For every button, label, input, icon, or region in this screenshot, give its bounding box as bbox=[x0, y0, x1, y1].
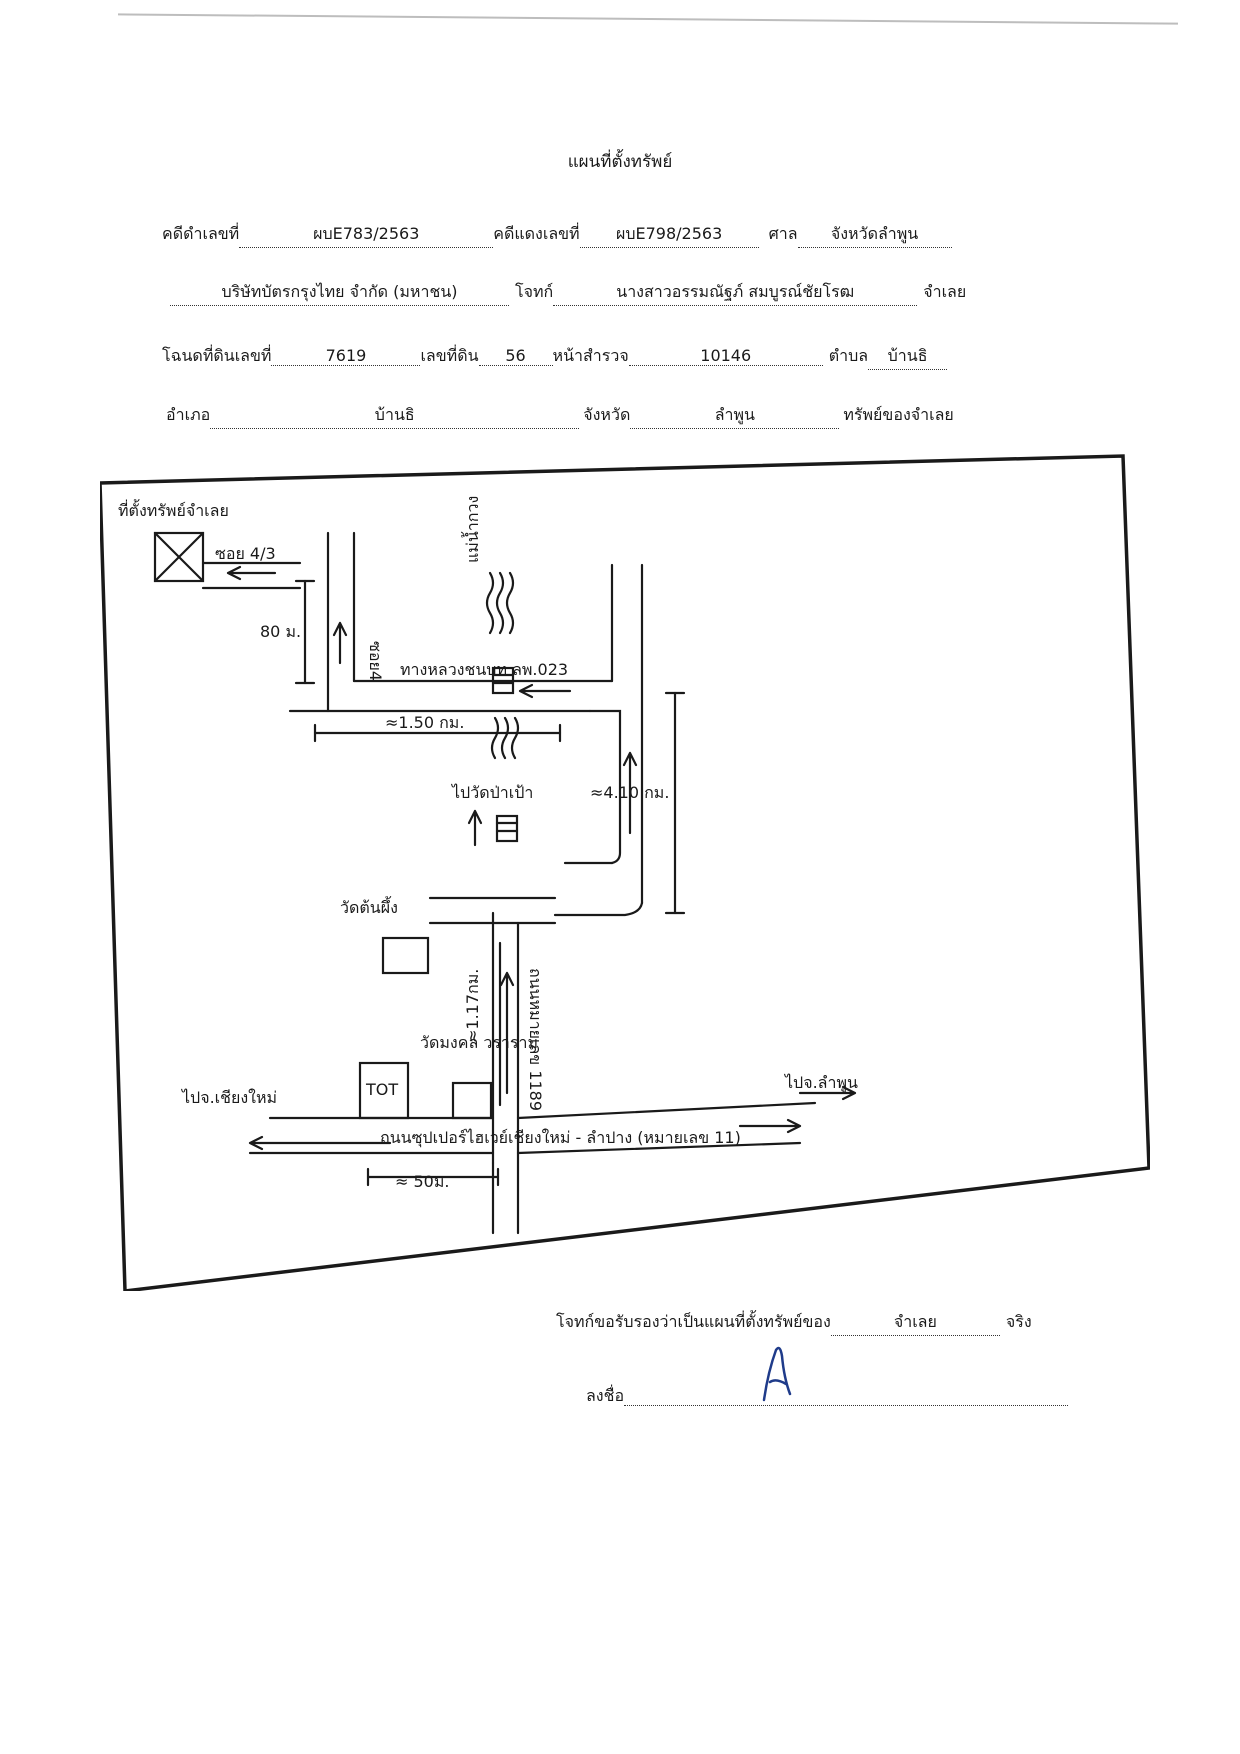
subdistrict-label: ตำบล bbox=[828, 346, 869, 365]
page-title: แผนที่ตั้งทรัพย์ bbox=[567, 152, 673, 172]
survey-label: หน้าสำรวจ bbox=[552, 346, 629, 365]
highway-1189-label: ถนนหมายเลข 1189 bbox=[526, 968, 545, 1111]
map-frame bbox=[100, 454, 1150, 1291]
case-black-label: คดีดำเลขที่ bbox=[162, 224, 240, 243]
land-no-value: 56 bbox=[478, 346, 553, 366]
owner-label: ทรัพย์ของจำเลย bbox=[843, 405, 954, 424]
certification-text: โจทก์ขอรับรองว่าเป็นแผนที่ตั้งทรัพย์ของ bbox=[556, 1312, 831, 1331]
distance-410km: ≈4.10 กม. bbox=[590, 783, 669, 802]
court-value: จังหวัดลำพูน bbox=[797, 222, 952, 248]
parties-row: บริษัทบัตรกรุงไทย จำกัด (มหาชน) โจทก์นางส… bbox=[170, 280, 966, 306]
wat-mongkol-box bbox=[451, 1081, 493, 1120]
deed-label: โฉนดที่ดินเลขที่ bbox=[162, 346, 272, 365]
distance-50m: ≈ 50ม. bbox=[395, 1172, 449, 1191]
to-lamphun-label: ไปจ.ลำพูน bbox=[783, 1073, 858, 1093]
map-drawing: ที่ตั้งทรัพย์จำเลย ซอย 4/3 80 ม. ซอย4 แม… bbox=[100, 454, 1150, 1291]
certification-party: จำเลย bbox=[830, 1310, 1000, 1336]
signature-field bbox=[624, 1386, 1069, 1406]
land-no-label: เลขที่ดิน bbox=[420, 346, 479, 365]
location-row: อำเภอบ้านธิจังหวัดลำพูนทรัพย์ของจำเลย bbox=[166, 403, 954, 429]
bridge-icon-2 bbox=[495, 814, 519, 843]
province-label: จังหวัด bbox=[583, 405, 631, 424]
district-value: บ้านธิ bbox=[210, 403, 580, 429]
district-label: อำเภอ bbox=[166, 405, 211, 424]
plaintiff-role-label: โจทก์ bbox=[515, 282, 554, 301]
property-marker bbox=[153, 531, 205, 583]
survey-value: 10146 bbox=[628, 346, 823, 366]
distance-117km: ≈1.17กม. bbox=[463, 969, 482, 1043]
court-label: ศาล bbox=[768, 224, 798, 243]
certification-suffix: จริง bbox=[1005, 1312, 1032, 1331]
wat-mongkol-label: วัดมงคล วราราม bbox=[420, 1033, 538, 1052]
to-wat-label: ไปวัดป่าเป้า bbox=[450, 783, 533, 802]
case-red-label: คดีแดงเลขที่ bbox=[493, 224, 580, 243]
property-label: ที่ตั้งทรัพย์จำเลย bbox=[118, 499, 229, 520]
signature-line: ลงชื่อ bbox=[586, 1346, 1069, 1409]
distance-150km: ≈1.50 กม. bbox=[385, 713, 464, 732]
tot-label: TOT bbox=[365, 1080, 398, 1099]
deed-value: 7619 bbox=[271, 346, 421, 366]
defendant-value: นางสาวอรรมณัฐภ์ สมบูรณ์ชัยโรฒ bbox=[553, 280, 918, 306]
bridge-icon bbox=[491, 666, 515, 695]
location-map: ที่ตั้งทรัพย์จำเลย ซอย 4/3 80 ม. ซอย4 แม… bbox=[100, 453, 1150, 1291]
wat-tonpueng-label: วัดต้นผึ้ง bbox=[340, 896, 398, 917]
river-label: แม่น้ำกวง bbox=[461, 496, 482, 563]
to-chiangmai-label: ไปจ.เชียงใหม่ bbox=[180, 1088, 277, 1107]
subdistrict-value: บ้านธิ bbox=[868, 344, 948, 370]
signature-mark bbox=[762, 1346, 792, 1402]
tot-box bbox=[358, 1061, 410, 1120]
plaintiff-value: บริษัทบัตรกรุงไทย จำกัด (มหาชน) bbox=[170, 280, 509, 306]
case-red-value: ผบE798/2563 bbox=[579, 222, 759, 248]
wat-tonpueng-box bbox=[381, 936, 430, 975]
soi4-label: ซอย4 bbox=[366, 641, 385, 681]
case-black-value: ผบE783/2563 bbox=[239, 222, 494, 248]
distance-80m: 80 ม. bbox=[260, 622, 301, 641]
defendant-role-label: จำเลย bbox=[923, 282, 967, 301]
province-value: ลำพูน bbox=[630, 403, 840, 429]
sign-label: ลงชื่อ bbox=[586, 1386, 625, 1405]
superhighway-label: ถนนซุปเปอร์ไฮเวย์เชียงใหม่ - ลำปาง (หมาย… bbox=[380, 1128, 741, 1148]
certification-line: โจทก์ขอรับรองว่าเป็นแผนที่ตั้งทรัพย์ของจ… bbox=[556, 1310, 1032, 1336]
scan-edge-line bbox=[118, 13, 1178, 25]
soi-label: ซอย 4/3 bbox=[215, 544, 276, 563]
rural-road-label: ทางหลวงชนบท ลพ.023 bbox=[400, 660, 568, 679]
